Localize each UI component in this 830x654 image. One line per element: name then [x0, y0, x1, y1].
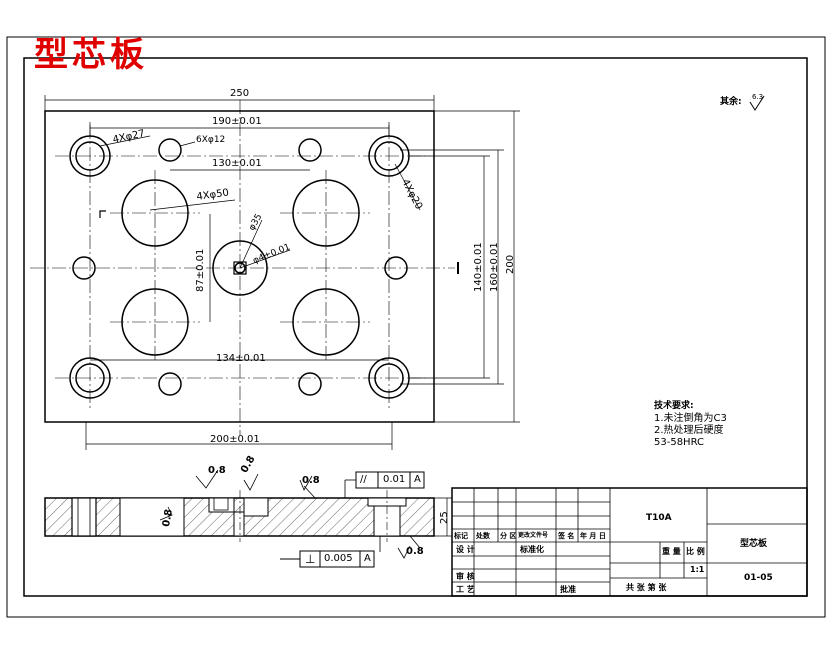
- tb-review: 审 核: [456, 572, 475, 581]
- perp-symbol: ⊥: [305, 552, 316, 566]
- outer-border: [6, 36, 826, 618]
- tb-doc: 更改文件号: [518, 532, 549, 539]
- dim-250: 250: [230, 88, 250, 99]
- hole-12-2: [298, 138, 322, 162]
- material-label: T10A: [646, 513, 672, 523]
- hole-27-bl-inner: [75, 363, 105, 393]
- tb-sign: 签 名: [558, 532, 575, 540]
- page-title: 型芯板: [34, 35, 148, 75]
- hole-27-tl-inner: [75, 141, 105, 171]
- section-marker: I: [462, 262, 465, 272]
- hole-50-tl: [121, 179, 189, 247]
- parallel-datum: A: [414, 474, 421, 485]
- center-hole-35: [212, 240, 268, 296]
- dimension-lines: [44, 95, 520, 450]
- plate-outline: [44, 110, 435, 423]
- tb-zone: 分 区: [500, 532, 517, 540]
- perp-value: 0.005: [324, 553, 353, 564]
- tb-weight: 重 量: [662, 547, 681, 556]
- hole-27-br: [368, 357, 410, 399]
- tb-process: 工 艺: [456, 585, 475, 594]
- drawing-number-label: 01-05: [744, 573, 773, 583]
- tb-approve: 批准: [560, 585, 576, 594]
- dim-25: 25: [439, 511, 450, 524]
- parallel-value: 0.01: [383, 474, 406, 485]
- tech-notes-line3: 53-58HRC: [654, 437, 705, 448]
- part-name-label: 型芯板: [740, 539, 768, 549]
- hole-50-bl: [121, 288, 189, 356]
- roughness-symbol: [749, 95, 765, 111]
- tech-notes-line2: 2.热处理后硬度: [654, 425, 724, 436]
- hole-12-6: [384, 256, 408, 280]
- centerlines: [30, 100, 455, 435]
- perp-datum: A: [364, 553, 371, 564]
- roughness-label-5: 0.8: [406, 546, 424, 557]
- tb-qty: 处数: [476, 532, 490, 540]
- dim-200w: 200±0.01: [210, 434, 260, 445]
- tech-notes-line1: 1.未注倒角为C3: [654, 413, 727, 424]
- hole-12-5: [72, 256, 96, 280]
- hole-27-tr-inner: [374, 141, 404, 171]
- dim-130: 130±0.01: [212, 158, 262, 169]
- hole-27-bl: [69, 357, 111, 399]
- tb-standard: 标准化: [520, 545, 544, 554]
- tb-date: 年 月 日: [580, 532, 606, 540]
- dim-87: 87±0.01: [195, 248, 206, 292]
- center-square: [233, 261, 247, 275]
- dim-160: 160±0.01: [489, 242, 500, 292]
- tolerance-frame-perp: [280, 550, 375, 568]
- inner-border: [23, 57, 808, 597]
- hole-50-tr: [292, 179, 360, 247]
- center-hole-4: [234, 262, 246, 274]
- hole-12-3: [158, 372, 182, 396]
- hole-27-br-inner: [374, 363, 404, 393]
- hole-50-br: [292, 288, 360, 356]
- roughness-label-3: 0.8: [302, 475, 320, 486]
- roughness-label-1: 0.8: [208, 465, 226, 476]
- tb-scale-value: 1:1: [690, 565, 705, 574]
- roughness-note: 其余:: [720, 97, 742, 107]
- hole-12-1: [158, 138, 182, 162]
- tb-mark: 标记: [454, 532, 468, 540]
- dim-134: 134±0.01: [216, 353, 266, 364]
- dim-140: 140±0.01: [473, 242, 484, 292]
- tb-design: 设 计: [456, 545, 475, 554]
- tolerance-frame-parallel: [355, 471, 425, 489]
- dim-190: 190±0.01: [212, 116, 262, 127]
- section-view: [44, 469, 452, 559]
- dim-6x12: 6Xφ12: [196, 135, 226, 145]
- dim-200h: 200: [505, 254, 516, 274]
- roughness-value: 6.3: [752, 93, 764, 101]
- hole-12-4: [298, 372, 322, 396]
- parallel-symbol: //: [360, 474, 367, 485]
- tb-sheets: 共 张 第 张: [626, 583, 667, 592]
- tech-notes-heading: 技术要求:: [654, 401, 694, 411]
- tb-scale-label: 比 例: [686, 547, 705, 556]
- title-block: [451, 487, 808, 597]
